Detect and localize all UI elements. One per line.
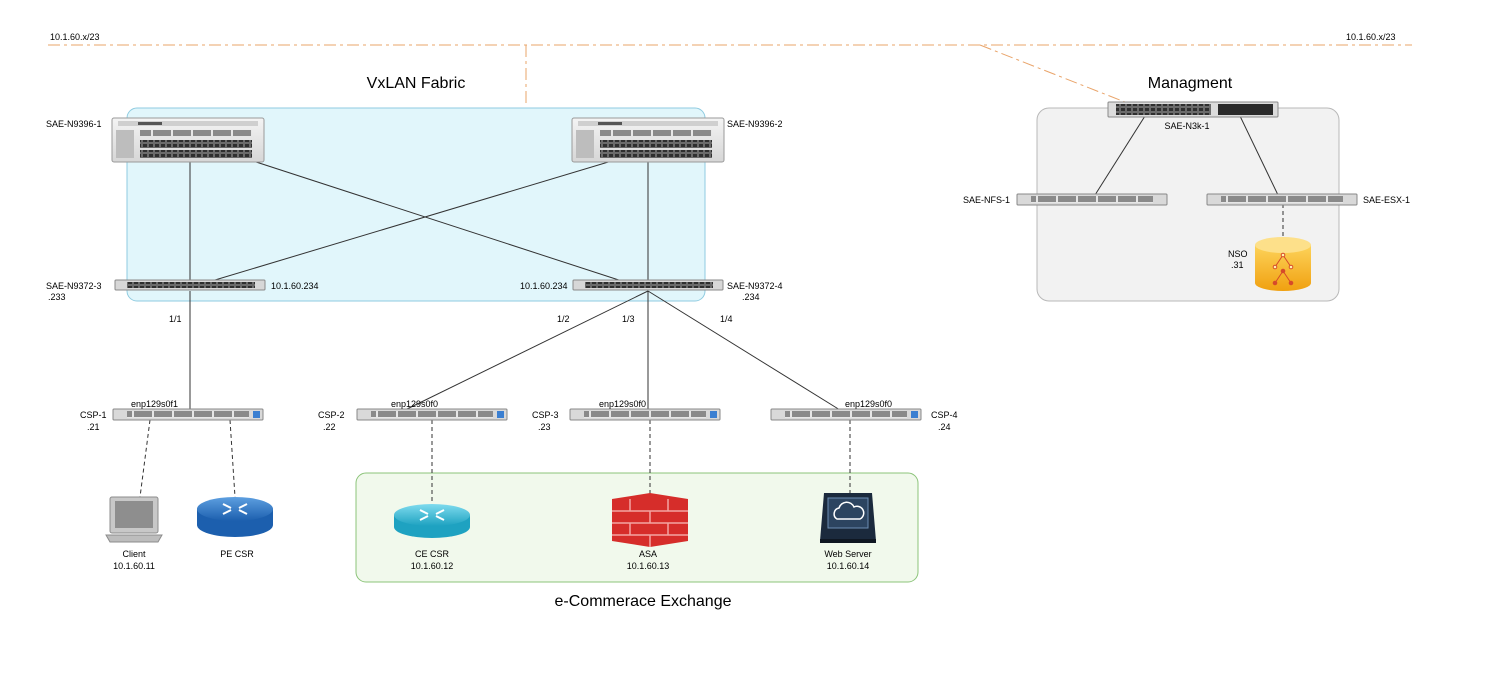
ce-csr-label: CE CSR — [415, 549, 450, 559]
csp-3-server — [569, 408, 721, 421]
client-label: Client — [122, 549, 146, 559]
csp-4-ip: .24 — [938, 422, 951, 432]
leaf-switch-4 — [572, 279, 724, 291]
csp-3-ip: .23 — [538, 422, 551, 432]
csp-3-label: CSP-3 — [532, 410, 559, 420]
spine-switch-2 — [571, 117, 725, 163]
web-server-icon — [820, 493, 876, 543]
management-title: Managment — [1148, 75, 1233, 92]
vxlan-fabric-group — [126, 107, 706, 302]
subnet-label-right: 10.1.60.x/23 — [1346, 32, 1396, 42]
csp-4-iface: enp129s0f0 — [845, 399, 892, 409]
leaf-3-ip: .233 — [48, 292, 66, 302]
leaf-switch-3 — [114, 279, 266, 291]
csp-1-iface: enp129s0f1 — [131, 399, 178, 409]
csp-2-label: CSP-2 — [318, 410, 345, 420]
management-subnet-lines — [48, 44, 1412, 107]
csp-3-iface: enp129s0f0 — [599, 399, 646, 409]
laptop-icon — [105, 496, 163, 543]
ce-router-icon — [394, 504, 470, 538]
n3k-switch — [1107, 101, 1279, 118]
n3k-label: SAE-N3k-1 — [1164, 121, 1209, 131]
csp-2-iface: enp129s0f0 — [391, 399, 438, 409]
firewall-icon — [612, 493, 688, 547]
csp-4-label: CSP-4 — [931, 410, 958, 420]
nso-database-icon — [1255, 237, 1311, 291]
port-1-4: 1/4 — [720, 314, 733, 324]
port-1-2: 1/2 — [557, 314, 570, 324]
nfs-server — [1016, 193, 1168, 206]
port-1-1: 1/1 — [169, 314, 182, 324]
leaf-3-vtep: 10.1.60.234 — [271, 281, 319, 291]
web-server-ip: 10.1.60.14 — [827, 561, 870, 571]
exchange-title: e-Commerace Exchange — [555, 593, 732, 610]
csp-1-label: CSP-1 — [80, 410, 107, 420]
csp-4-server — [770, 408, 922, 421]
nfs-label: SAE-NFS-1 — [963, 195, 1010, 205]
nso-ip: .31 — [1231, 260, 1244, 270]
links — [139, 115, 1284, 503]
leaf-3-label: SAE-N9372-3 — [46, 281, 102, 291]
spine-1-label: SAE-N9396-1 — [46, 119, 102, 129]
leaf-4-vtep: 10.1.60.234 — [520, 281, 568, 291]
vxlan-fabric-title: VxLAN Fabric — [367, 75, 466, 92]
pe-router-icon — [197, 497, 273, 537]
nso-label: NSO — [1228, 249, 1248, 259]
csp-2-ip: .22 — [323, 422, 336, 432]
port-1-3: 1/3 — [622, 314, 635, 324]
spine-switch-1 — [111, 117, 265, 163]
csp-1-ip: .21 — [87, 422, 100, 432]
leaf-4-ip: .234 — [742, 292, 760, 302]
leaf-4-label: SAE-N9372-4 — [727, 281, 783, 291]
web-server-label: Web Server — [824, 549, 871, 559]
esx-label: SAE-ESX-1 — [1363, 195, 1410, 205]
client-ip: 10.1.60.11 — [113, 561, 155, 571]
spine-2-label: SAE-N9396-2 — [727, 119, 783, 129]
csp-1-server — [112, 408, 264, 421]
asa-label: ASA — [639, 549, 657, 559]
ce-csr-ip: 10.1.60.12 — [411, 561, 454, 571]
asa-ip: 10.1.60.13 — [627, 561, 670, 571]
pe-csr-label: PE CSR — [220, 549, 254, 559]
subnet-label-left: 10.1.60.x/23 — [50, 32, 100, 42]
esx-server — [1206, 193, 1358, 206]
csp-2-server — [356, 408, 508, 421]
